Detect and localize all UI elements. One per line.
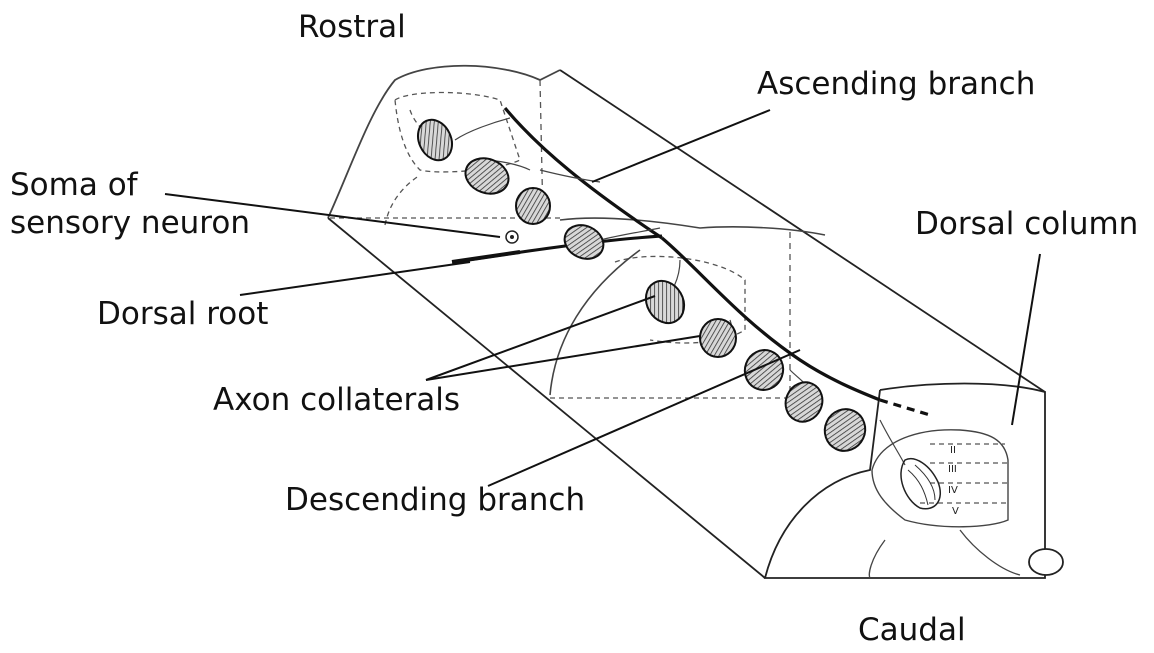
lamina-label: II [950, 445, 956, 456]
dorsal-column-label: Dorsal column [915, 206, 1138, 244]
pointer-dorsal-root [240, 262, 470, 295]
terminal-arbor [412, 114, 459, 166]
pointer-lines [165, 110, 1040, 486]
caudal-label: Caudal [858, 612, 966, 650]
axon-collaterals-label: Axon collaterals [213, 382, 460, 420]
pointer-descending-branch [488, 350, 800, 486]
terminal-arbor [779, 376, 829, 427]
lamina-label: V [952, 506, 959, 517]
lamina-label: III [948, 464, 957, 475]
descending-branch-label: Descending branch [285, 482, 585, 520]
terminal-arbor [739, 345, 788, 396]
dorsal-root-stub [452, 252, 520, 262]
terminal-arbor [461, 153, 514, 200]
caudal-terminal-arbor [901, 459, 940, 509]
lamina-labels: II III IV V [948, 445, 959, 517]
middle-ventral-outline [550, 250, 640, 395]
rostral-grey-matter [395, 93, 520, 172]
pointer-axon-collateral-1 [426, 296, 655, 380]
terminal-arbor [559, 219, 609, 265]
soma-nucleus [510, 235, 514, 239]
pointer-ascending-branch [592, 110, 770, 182]
soma-label-line1: Soma of [10, 167, 250, 205]
dorsal-root-label: Dorsal root [97, 296, 268, 334]
rostral-label: Rostral [298, 9, 406, 47]
descending-branch-dashed-end [880, 400, 930, 415]
caudal-grey-inner [869, 530, 1020, 578]
lamina-label: IV [948, 485, 958, 496]
terminal-arbor [516, 188, 550, 224]
central-canal-outline [1029, 549, 1063, 575]
terminal-arbors [412, 114, 872, 457]
terminal-arbor [638, 274, 691, 330]
pointer-dorsal-column [1012, 254, 1040, 425]
soma-label-line2: sensory neuron [10, 205, 250, 243]
terminal-arbor [700, 319, 736, 357]
soma-label: Soma of sensory neuron [10, 167, 250, 243]
terminal-arbor [818, 403, 872, 458]
ascending-branch-label: Ascending branch [757, 66, 1035, 104]
